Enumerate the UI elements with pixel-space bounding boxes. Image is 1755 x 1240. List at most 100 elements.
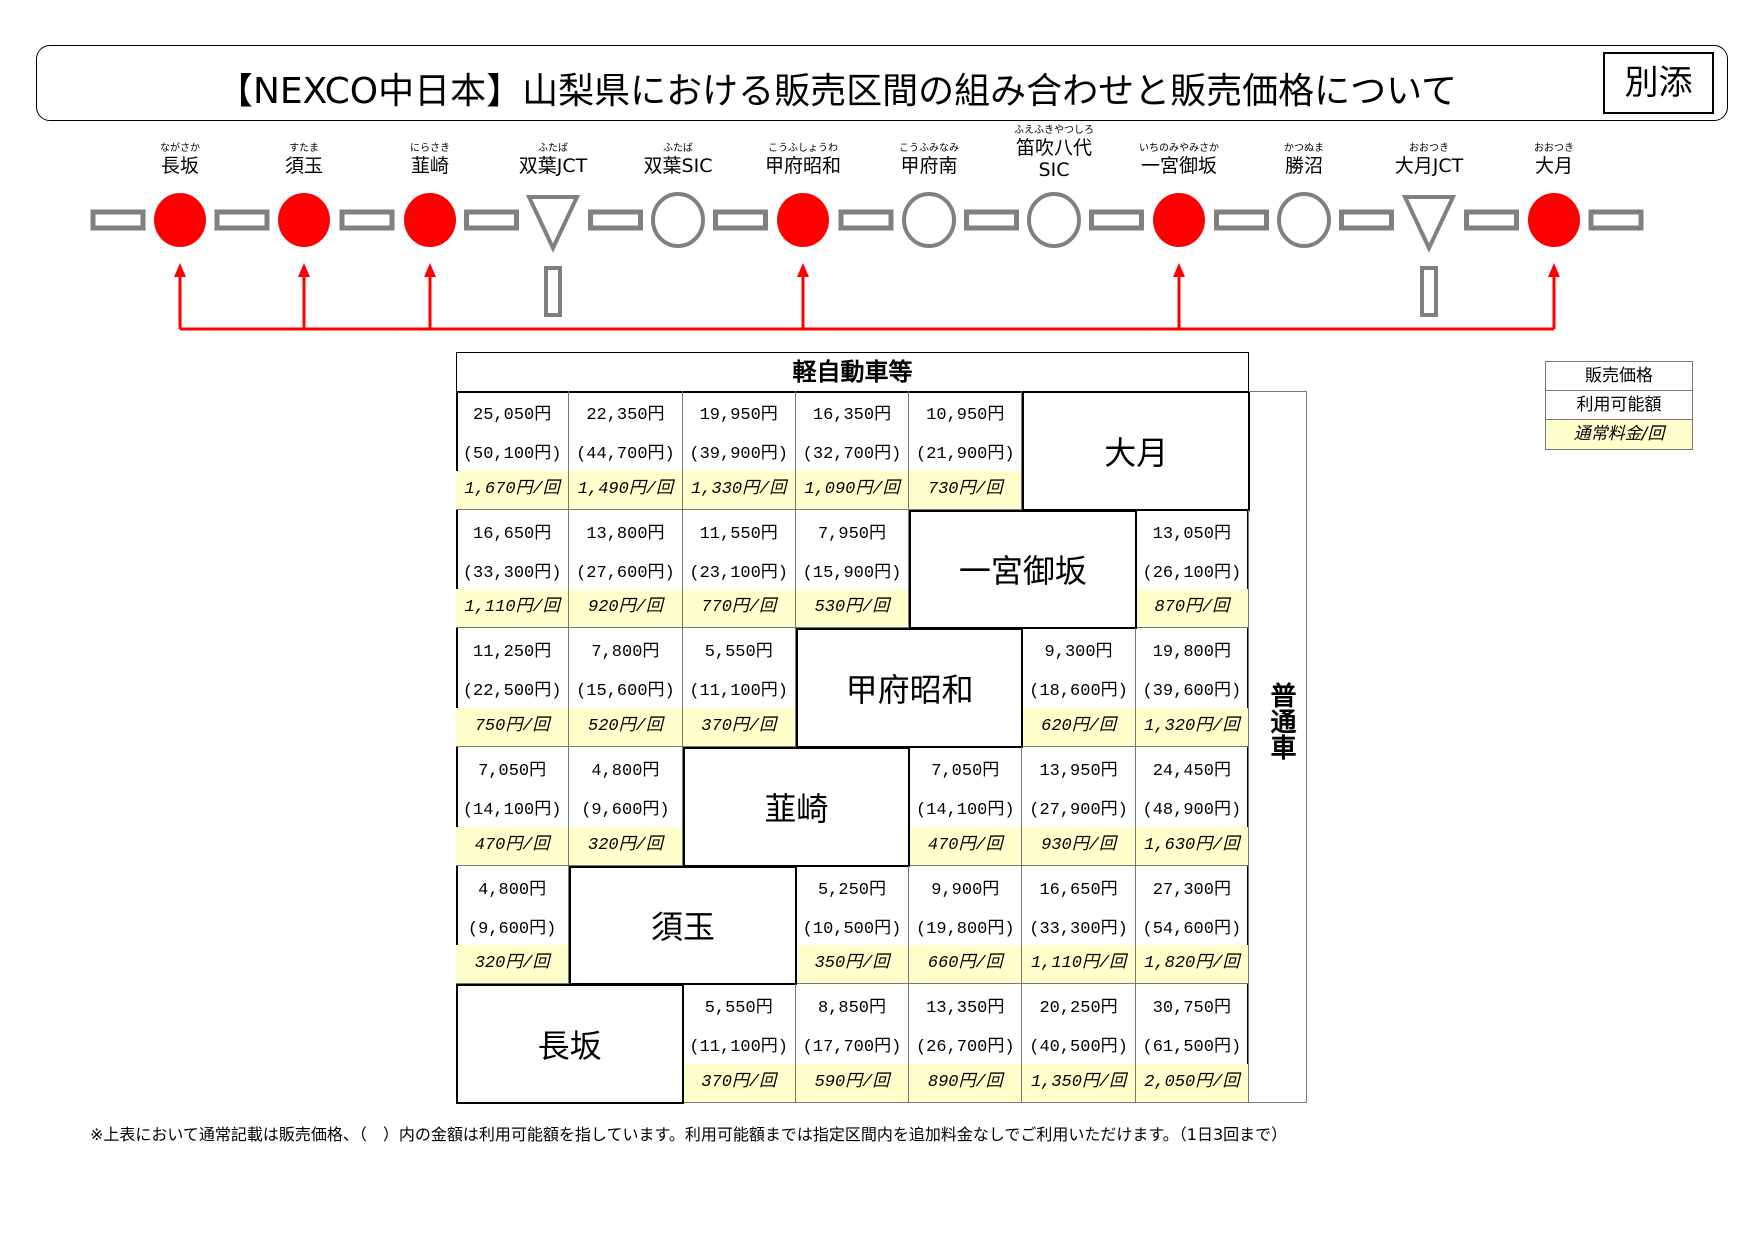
- sale-price: 13,950円: [1039, 762, 1118, 781]
- road-segment: [1588, 209, 1644, 231]
- station-furigana: かつぬま: [1284, 143, 1324, 154]
- normal-toll: 350円/回: [795, 945, 909, 984]
- price-cell: 11,250円(22,500円)750円/回: [456, 628, 570, 747]
- usable-amount: (26,700円): [915, 1038, 1015, 1058]
- normal-toll: 530円/回: [795, 589, 909, 628]
- price-cell: 30,750円(61,500円)2,050円/回: [1135, 984, 1249, 1103]
- road-segment: [713, 209, 768, 231]
- station-label: おおつき大月: [1484, 143, 1624, 177]
- station-name: 勝沼: [1284, 155, 1323, 177]
- normal-toll: 750円/回: [456, 707, 569, 746]
- sale-ic-marker: [404, 193, 456, 247]
- station-name: 須玉: [284, 155, 323, 177]
- sale-price: 10,950円: [926, 406, 1005, 425]
- normal-toll: 2,050円/回: [1135, 1063, 1248, 1102]
- station-label: こうふみなみ甲府南: [859, 143, 999, 177]
- price-cell: 13,350円(26,700円)890円/回: [909, 984, 1023, 1103]
- normal-toll: 1,090円/回: [795, 470, 909, 509]
- jct-branch: [544, 266, 562, 317]
- usable-amount: (15,600円): [576, 682, 675, 702]
- normal-toll: 930円/回: [1022, 826, 1135, 865]
- price-cell: 13,050円(26,100円)870円/回: [1135, 509, 1249, 629]
- sale-price: 8,850円: [817, 999, 886, 1019]
- price-cell: 24,450円(48,900円)1,630円/回: [1135, 747, 1249, 866]
- price-cell: 5,550円(11,100円)370円/回: [682, 628, 796, 747]
- sale-price: 7,050円: [478, 762, 547, 781]
- station-furigana: ながさか: [160, 143, 200, 154]
- usable-amount: (18,600円): [1029, 682, 1128, 702]
- usable-amount: (39,600円): [1142, 682, 1242, 702]
- sale-price: 27,300円: [1152, 880, 1231, 900]
- jct-marker: [1401, 195, 1457, 253]
- usable-amount: (33,300円): [462, 563, 562, 583]
- road-segment: [1214, 209, 1269, 231]
- price-cell: 19,950円(39,900円)1,330円/回: [682, 391, 796, 510]
- price-cell: 5,250円(10,500円)350円/回: [795, 865, 910, 985]
- price-cell: 16,650円(33,300円)1,110円/回: [456, 509, 570, 629]
- price-cell: 27,300円(54,600円)1,820円/回: [1135, 865, 1249, 985]
- road-segment: [964, 209, 1019, 231]
- usable-amount: (14,100円): [462, 801, 562, 820]
- sale-ic-marker: [278, 193, 330, 247]
- station-name: 長坂: [160, 155, 199, 177]
- usable-amount: (27,900円): [1029, 801, 1128, 820]
- station-label: こうふしょうわ甲府昭和: [733, 143, 873, 177]
- price-cell: 10,950円 (21,900円) 730円/回: [909, 391, 1023, 510]
- road-segment: [464, 209, 519, 231]
- arrow-head: [174, 263, 186, 277]
- normal-toll: 730円/回: [909, 470, 1022, 509]
- price-cell: 7,050円(14,100円)470円/回: [909, 747, 1023, 866]
- sale-ic-marker: [1528, 193, 1580, 247]
- usable-amount: (21,900円): [915, 445, 1015, 464]
- ic-marker: [651, 192, 705, 248]
- usable-amount: (11,100円): [689, 682, 789, 702]
- road-segment: [588, 209, 643, 231]
- station-furigana: すたま: [289, 143, 319, 154]
- sale-price: 7,950円: [817, 524, 886, 544]
- sale-price: 30,750円: [1152, 999, 1231, 1019]
- sale-price: 16,650円: [473, 524, 552, 544]
- price-cell: 9,300円(18,600円)620円/回: [1022, 628, 1136, 747]
- sale-price: 9,300円: [1044, 643, 1113, 663]
- station-furigana: おおつき: [1409, 143, 1449, 154]
- station-name: 一宮御坂: [1140, 155, 1217, 177]
- station-label: ふたば双葉SIC: [608, 143, 748, 177]
- jct-marker: [525, 195, 581, 253]
- price-cell: 7,800円(15,600円)520円/回: [569, 628, 683, 747]
- sale-price: 11,550円: [699, 524, 778, 544]
- arrow-head: [797, 263, 809, 277]
- station-furigana: ふたば: [663, 143, 693, 154]
- sale-price: 5,550円: [704, 643, 773, 663]
- usable-amount: (44,700円): [576, 445, 675, 464]
- route-diagram-svg: [90, 192, 1644, 331]
- futsu-label: 普通車: [1266, 682, 1296, 760]
- price-cell: 8,850円(17,700円)590円/回: [795, 984, 910, 1103]
- station-label: すたま須玉: [234, 143, 374, 177]
- kei-header: 軽自動車等: [456, 352, 1249, 391]
- sale-price: 25,050円: [473, 406, 552, 425]
- normal-toll: 920円/回: [569, 589, 682, 628]
- normal-toll: 770円/回: [682, 589, 795, 628]
- ic-marker: [1277, 192, 1331, 248]
- arrow-head: [1173, 263, 1185, 277]
- station-cell: 韮崎: [682, 747, 911, 867]
- station-name: 甲府昭和: [764, 155, 841, 177]
- station-name: 甲府南: [900, 155, 958, 177]
- sale-price: 24,450円: [1152, 762, 1231, 781]
- footnote: ※上表において通常記載は販売価格、（ ）内の金額は利用可能額を指しています。利用…: [90, 1125, 1288, 1144]
- usable-amount: (9,600円): [581, 801, 670, 820]
- station-name: 韮崎: [410, 155, 449, 177]
- normal-toll: 590円/回: [795, 1063, 909, 1102]
- usable-amount: (48,900円): [1142, 801, 1242, 820]
- road-segment: [1089, 209, 1144, 231]
- usable-amount: (54,600円): [1142, 919, 1242, 939]
- station-cell: 須玉: [569, 865, 797, 986]
- normal-toll: 320円/回: [456, 945, 569, 984]
- normal-toll: 470円/回: [909, 826, 1022, 865]
- usable-amount: (27,600円): [576, 563, 675, 583]
- sale-price: 11,250円: [473, 643, 552, 663]
- price-cell: 13,950円 (27,900円) 930円/回: [1022, 747, 1136, 866]
- station-cell: 一宮御坂: [909, 509, 1137, 630]
